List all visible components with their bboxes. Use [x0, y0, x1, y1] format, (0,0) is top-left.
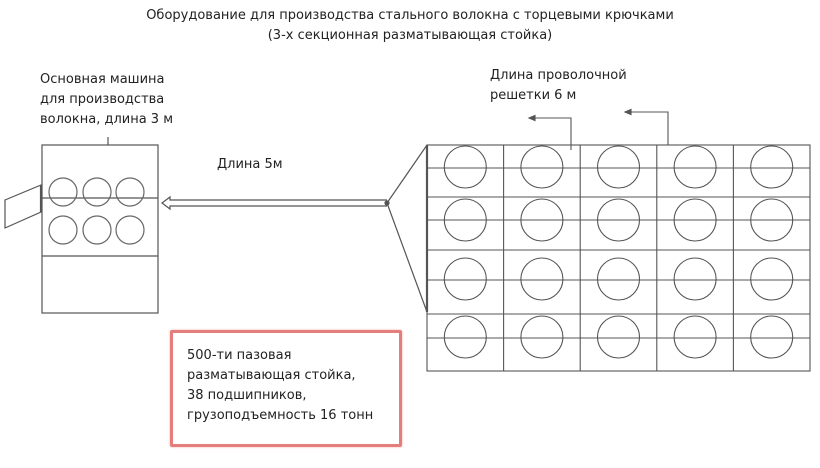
title-line-1: Оборудование для производства стального …: [146, 8, 674, 23]
grid-spool-circle: [596, 145, 641, 189]
note-line-3: 38 подшипников,: [187, 388, 307, 403]
grid-length-label: Длина проволочной решетки 6 м: [490, 66, 627, 106]
machine-flap: [4, 184, 42, 229]
grid-spool-circle: [673, 257, 717, 301]
grid-spool-circle: [443, 315, 487, 359]
machine-label-line-1: Основная машина: [40, 72, 165, 87]
grid-spool-circle: [596, 257, 641, 301]
spool-circle: [115, 177, 145, 207]
note-text: 500-ти пазовая разматывающая стойка, 38 …: [187, 346, 373, 426]
title-line-2: (3-х секционная разматывающая стойка): [267, 28, 553, 43]
funnel-lines: [384, 144, 428, 313]
machine-label-line-2: для производства: [40, 92, 165, 107]
conveyor-arrow: [161, 195, 387, 211]
direction-arrows: [527, 108, 669, 150]
grid-spool-circle: [750, 198, 794, 242]
machine-body: [41, 144, 159, 314]
note-box: 500-ти пазовая разматывающая стойка, 38 …: [170, 330, 402, 447]
diagram-title: Оборудование для производства стального …: [0, 6, 820, 46]
spool-circle: [48, 177, 78, 207]
grid-spool-circle: [673, 315, 717, 359]
spool-circle: [82, 215, 112, 245]
grid-spool-circle: [520, 145, 564, 189]
grid-spool-circle: [520, 198, 564, 242]
spool-circle: [115, 215, 145, 245]
grid-spool-circle: [750, 145, 794, 189]
spool-circle: [82, 177, 112, 207]
grid-spool-circle: [520, 315, 564, 359]
note-line-1: 500-ти пазовая: [187, 348, 292, 363]
grid-spool-circle: [520, 257, 564, 301]
arrow-shape: [161, 195, 387, 211]
grid-spool-circle: [443, 257, 487, 301]
grid-spool-circle: [750, 257, 794, 301]
conveyor-length-label: Длина 5м: [217, 157, 283, 172]
machine-label-line-3: волокна, длина 3 м: [40, 112, 174, 127]
grid-spool-circle: [443, 145, 487, 189]
direction-arrow-2: [628, 111, 669, 145]
machine-label: Основная машина для производства волокна…: [40, 70, 173, 130]
grid-label-line-2: решетки 6 м: [490, 88, 577, 103]
spool-circle: [48, 215, 78, 245]
note-line-4: грузоподъемность 16 тонн: [187, 408, 374, 423]
grid-spool-circle: [443, 198, 487, 242]
grid-spool-circle: [673, 198, 717, 242]
grid-spool-circle: [673, 145, 717, 189]
direction-arrow-1: [532, 117, 572, 150]
machine-spools: [48, 177, 145, 245]
wire-grid: [425, 144, 811, 372]
grid-spool-circle: [596, 198, 641, 242]
grid-spool-circle: [596, 315, 641, 359]
note-line-2: разматывающая стойка,: [187, 368, 356, 383]
grid-spool-circle: [750, 315, 794, 359]
main-machine: [4, 137, 159, 314]
grid-label-line-1: Длина проволочной: [490, 68, 627, 83]
